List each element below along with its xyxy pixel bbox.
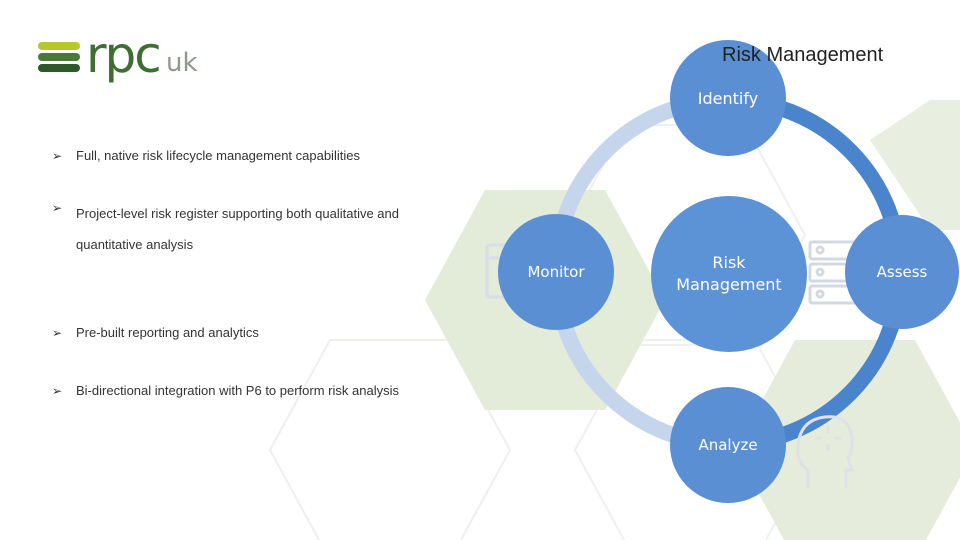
list-item-text: Pre-built reporting and analytics xyxy=(76,325,259,340)
hexagon-fill xyxy=(870,100,960,230)
feature-list: ➢ Full, native risk lifecycle management … xyxy=(52,146,442,398)
cycle-node-assess: Assess xyxy=(845,215,959,329)
list-item-text: Full, native risk lifecycle management c… xyxy=(76,148,360,163)
cycle-node-monitor: Monitor xyxy=(498,214,614,330)
cycle-node-label: Analyze xyxy=(698,436,758,454)
head-idea-icon xyxy=(796,415,855,488)
bullet-arrow-icon: ➢ xyxy=(52,384,63,398)
logo-bar xyxy=(38,42,80,50)
cycle-center-label: Risk Management xyxy=(676,253,782,294)
hexagon-fill xyxy=(735,340,960,540)
list-item: ➢ Project-level risk register supporting … xyxy=(52,198,456,260)
logo-bar xyxy=(38,53,80,61)
list-item-text: Bi-directional integration with P6 to pe… xyxy=(76,383,399,398)
list-item: ➢ Full, native risk lifecycle management … xyxy=(52,146,442,166)
logo-bar xyxy=(38,64,80,72)
logo-wordmark: rpc xyxy=(86,26,162,84)
cycle-node-label: Monitor xyxy=(527,263,585,281)
cycle-node-analyze: Analyze xyxy=(670,387,786,503)
bullet-arrow-icon: ➢ xyxy=(52,149,63,163)
cycle-node-identify: Identify xyxy=(670,40,786,156)
slide-title: Risk Management xyxy=(722,44,884,66)
cycle-node-label: Identify xyxy=(697,88,759,108)
logo-suffix: uk xyxy=(166,48,198,78)
list-item-text: Project-level risk register supporting b… xyxy=(76,206,400,252)
rpc-logo: rpc uk xyxy=(38,26,208,88)
hexagon-outline xyxy=(268,339,512,540)
bullet-arrow-icon: ➢ xyxy=(52,201,63,215)
cycle-node-label: Assess xyxy=(876,263,928,281)
list-item: ➢ Pre-built reporting and analytics xyxy=(52,323,442,343)
list-item: ➢ Bi-directional integration with P6 to p… xyxy=(52,381,442,401)
bullet-arrow-icon: ➢ xyxy=(52,326,63,340)
cycle-center-risk-management: Risk Management xyxy=(651,196,807,352)
